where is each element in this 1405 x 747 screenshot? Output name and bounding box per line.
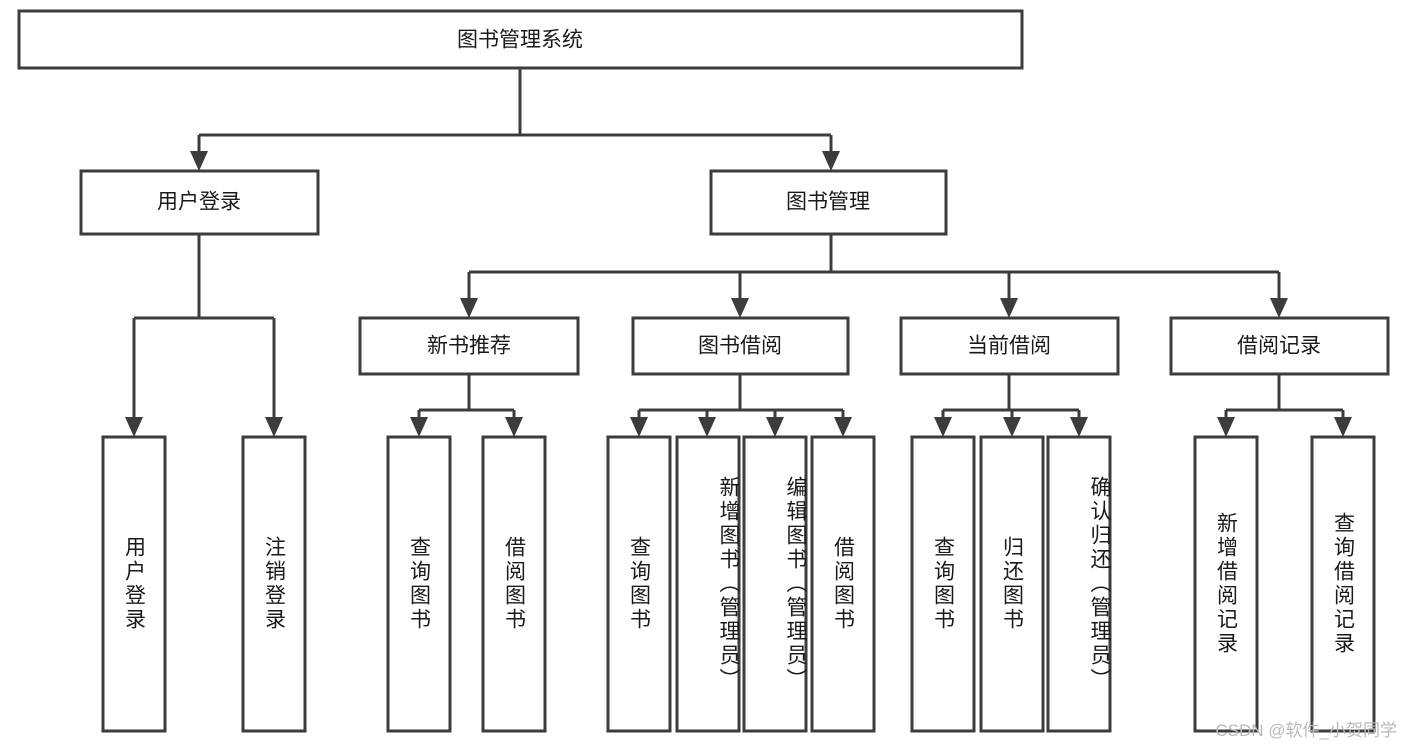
- leaf-rect-add-borrow-record[interactable]: [1193, 435, 1259, 733]
- leaf-rect-query-book-rec[interactable]: [386, 435, 452, 733]
- arrow-root-to-book-mgmt: [822, 151, 840, 171]
- arrow-record-leaf-2: [1334, 417, 1352, 437]
- arrow-user-login-leaf-1: [125, 417, 143, 437]
- connector-layer: [125, 68, 1352, 437]
- leaf-label-borrow-book: 借阅图书: [831, 536, 855, 632]
- node-book-borrow[interactable]: 图书借阅: [631, 316, 850, 376]
- node-new-book-recommend[interactable]: 新书推荐: [358, 316, 580, 376]
- arrow-current-leaf-2: [1003, 417, 1021, 437]
- watermark-text: CSDN @软件_小贺同学: [1215, 721, 1397, 740]
- leaf-rect-query-book-current[interactable]: [910, 435, 976, 733]
- arrow-borrow-leaf-2: [698, 417, 716, 437]
- leaf-rect-confirm-return-admin[interactable]: [1046, 435, 1112, 733]
- node-book-management[interactable]: 图书管理: [709, 169, 948, 236]
- leaf-rect-return-book[interactable]: [979, 435, 1045, 733]
- leaf-rect-query-borrow-record[interactable]: [1310, 435, 1376, 733]
- leaf-rect-user-login[interactable]: [101, 435, 167, 733]
- arrow-new-book-leaf-1: [410, 417, 428, 437]
- node-book-management-label: 图书管理: [786, 191, 870, 214]
- arrow-current-leaf-1: [934, 417, 952, 437]
- leaf-label-add-borrow-record: 新增借阅记录: [1214, 512, 1238, 656]
- node-book-borrow-rect[interactable]: [631, 316, 850, 376]
- arrow-current-leaf-3: [1070, 417, 1088, 437]
- node-current-borrow[interactable]: 当前借阅: [899, 316, 1120, 376]
- arrow-book-mgmt-to-record: [1270, 298, 1288, 318]
- leaf-label-logout: 注销登录: [262, 536, 286, 632]
- leaf-label-user-login: 用户登录: [122, 536, 146, 632]
- node-root-system[interactable]: 图书管理系统: [17, 9, 1024, 70]
- node-root-system-rect[interactable]: [17, 9, 1024, 70]
- node-book-management-rect[interactable]: [709, 169, 948, 236]
- leaf-label-query-book-borrow: 查询图书: [627, 536, 651, 632]
- leaf-rect-edit-book-admin[interactable]: [742, 435, 808, 733]
- arrow-borrow-leaf-4: [834, 417, 852, 437]
- arrow-book-mgmt-to-borrow: [731, 298, 749, 318]
- node-borrow-record[interactable]: 借阅记录: [1169, 316, 1390, 376]
- leaf-label-return-book: 归还图书: [1000, 536, 1024, 632]
- node-user-login-rect[interactable]: [79, 169, 320, 236]
- leaf-rect-logout[interactable]: [241, 435, 307, 733]
- node-book-borrow-label: 图书借阅: [698, 335, 782, 358]
- arrow-borrow-leaf-1: [630, 417, 648, 437]
- arrow-book-mgmt-to-new-book: [460, 298, 478, 318]
- leaf-label-query-borrow-record: 查询借阅记录: [1331, 512, 1355, 656]
- node-current-borrow-label: 当前借阅: [967, 335, 1051, 358]
- arrow-new-book-leaf-2: [505, 417, 523, 437]
- arrow-borrow-leaf-3: [766, 417, 784, 437]
- node-user-login[interactable]: 用户登录: [79, 169, 320, 236]
- leaf-label-query-book-rec: 查询图书: [407, 536, 431, 632]
- node-layer: 图书管理系统 用户登录 图书管理 新书推荐 图书借阅: [17, 9, 1390, 733]
- node-new-book-recommend-rect[interactable]: [358, 316, 580, 376]
- node-borrow-record-rect[interactable]: [1169, 316, 1390, 376]
- node-borrow-record-label: 借阅记录: [1237, 335, 1321, 358]
- leaf-label-borrow-book-rec: 借阅图书: [502, 536, 526, 632]
- leaf-rect-add-book-admin[interactable]: [675, 435, 741, 733]
- leaf-rect-borrow-book[interactable]: [810, 435, 876, 733]
- arrow-book-mgmt-to-current: [1000, 298, 1018, 318]
- node-user-login-label: 用户登录: [157, 191, 241, 214]
- leaf-rect-query-book-borrow[interactable]: [606, 435, 672, 733]
- arrow-record-leaf-1: [1217, 417, 1235, 437]
- leaf-label-add-book-admin: 新增图书（管理员）: [717, 476, 740, 692]
- leaf-rect-borrow-book-rec[interactable]: [481, 435, 547, 733]
- arrow-root-to-user-login: [190, 151, 208, 171]
- node-new-book-recommend-label: 新书推荐: [427, 335, 511, 358]
- node-current-borrow-rect[interactable]: [899, 316, 1120, 376]
- leaf-label-query-book-current: 查询图书: [931, 536, 955, 632]
- leaf-label-edit-book-admin: 编辑图书（管理员）: [784, 476, 807, 692]
- leaf-label-confirm-return-admin: 确认归还（管理员）: [1088, 476, 1111, 692]
- arrow-user-login-leaf-2: [265, 417, 283, 437]
- node-root-system-label: 图书管理系统: [457, 29, 583, 52]
